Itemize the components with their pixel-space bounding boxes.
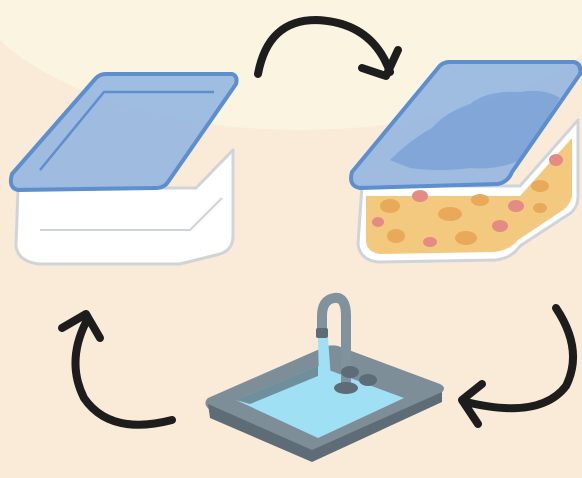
- faucet-base: [334, 382, 358, 394]
- faucet-handle-left: [341, 366, 359, 378]
- faucet-handle-right: [359, 374, 377, 386]
- faucet-nozzle: [316, 328, 328, 338]
